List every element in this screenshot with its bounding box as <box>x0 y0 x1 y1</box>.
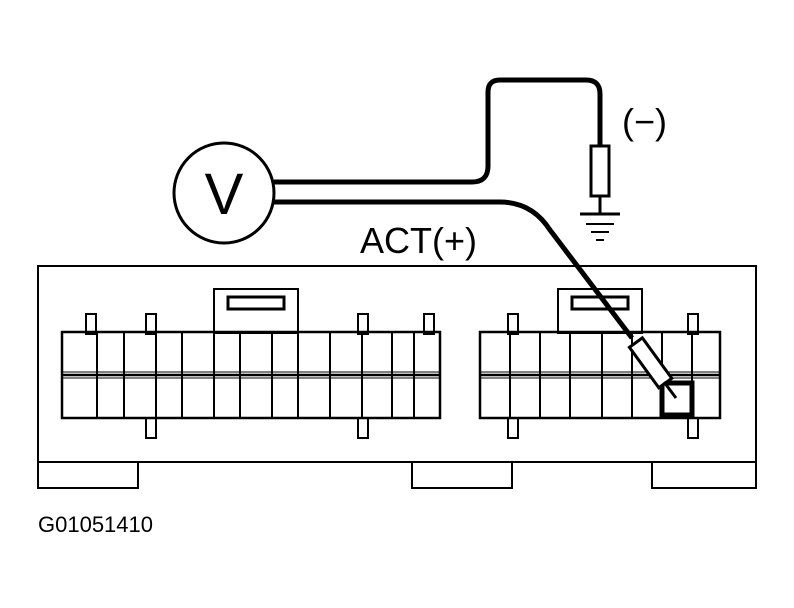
act-terminal-highlight <box>659 380 695 418</box>
connector-body <box>37 265 757 463</box>
connector-foot-left <box>37 461 139 489</box>
negative-label: (−) <box>622 101 667 142</box>
act-positive-label: ACT(+) <box>360 220 477 261</box>
voltmeter-symbol: V <box>205 162 244 227</box>
negative-probe <box>589 144 611 198</box>
negative-wire <box>274 77 603 185</box>
ground-icon <box>580 212 620 241</box>
negative-lead <box>274 77 620 241</box>
connector-foot-middle <box>411 461 513 489</box>
terminal-block-right <box>478 288 722 439</box>
voltmeter-circle <box>172 141 276 245</box>
connector-foot-right <box>651 461 757 489</box>
positive-probe <box>627 335 674 390</box>
lock-slot-left <box>226 295 286 311</box>
terminal-block-left <box>60 288 442 439</box>
ecu-connector <box>37 265 757 489</box>
voltmeter: V <box>172 141 276 245</box>
figure-id: G01051410 <box>38 512 153 537</box>
positive-lead <box>274 199 678 399</box>
positive-wire <box>274 199 634 340</box>
